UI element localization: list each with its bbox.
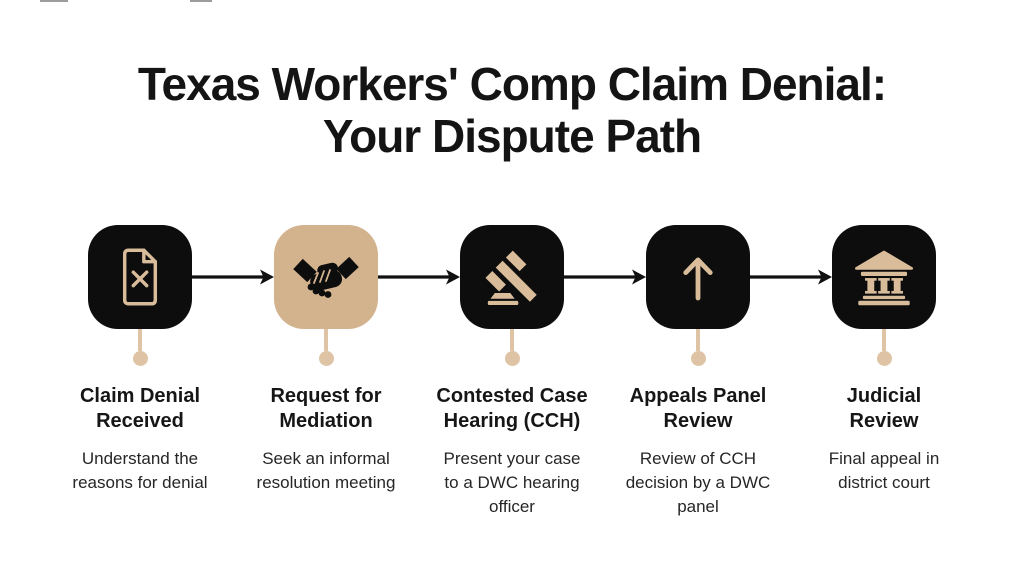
step-tile	[646, 225, 750, 329]
step-appeals-panel-review: Appeals Panel Review Review of CCH decis…	[605, 225, 791, 519]
step-description: Review of CCH decision by a DWC panel	[625, 449, 771, 516]
right-arrow-icon	[750, 269, 832, 285]
step-description: Understand the reasons for denial	[72, 449, 208, 492]
connector-line	[696, 329, 700, 351]
step-heading: Request for Mediation	[270, 385, 382, 432]
step-tile	[832, 225, 936, 329]
connector-dot	[132, 351, 148, 366]
document-x-icon	[122, 248, 158, 306]
connector-line	[882, 329, 886, 351]
connector-dot	[504, 351, 520, 366]
step-tile	[460, 225, 564, 329]
step-contested-case-hearing: Contested Case Hearing (CCH) Present you…	[419, 225, 605, 519]
connector-dot	[876, 351, 892, 366]
connector-dot	[318, 351, 334, 366]
bank-icon	[855, 250, 914, 306]
step-tile	[274, 225, 378, 329]
step-heading: Contested Case Hearing (CCH)	[436, 385, 588, 432]
dispute-path-flow: Claim Denial Received Understand the rea…	[47, 225, 977, 519]
step-tile	[88, 225, 192, 329]
right-arrow-icon	[564, 269, 646, 285]
connector-line	[138, 329, 142, 351]
step-heading: Appeals Panel Review	[629, 385, 767, 432]
step-heading: Claim Denial Received	[79, 385, 201, 432]
step-heading: Judicial Review	[846, 385, 922, 432]
step-claim-denial-received: Claim Denial Received Understand the rea…	[47, 225, 233, 519]
step-description: Seek an informal resolution meeting	[256, 449, 396, 492]
page-title: Texas Workers' Comp Claim Denial: Your D…	[137, 58, 887, 162]
step-description: Present your case to a DWC hearing offic…	[443, 449, 581, 516]
connector-dot	[690, 351, 706, 366]
step-request-for-mediation: Request for Mediation Seek an informal r…	[233, 225, 419, 519]
gavel-icon	[485, 250, 537, 306]
step-description: Final appeal in district court	[828, 449, 940, 492]
step-judicial-review: Judicial Review Final appeal in district…	[791, 225, 977, 519]
right-arrow-icon	[378, 269, 460, 285]
handshake-icon	[293, 256, 359, 298]
edge-artifact	[190, 0, 212, 2]
connector-line	[324, 329, 328, 351]
edge-artifact	[40, 0, 68, 2]
arrow-up-icon	[683, 257, 713, 301]
connector-line	[510, 329, 514, 351]
right-arrow-icon	[192, 269, 274, 285]
